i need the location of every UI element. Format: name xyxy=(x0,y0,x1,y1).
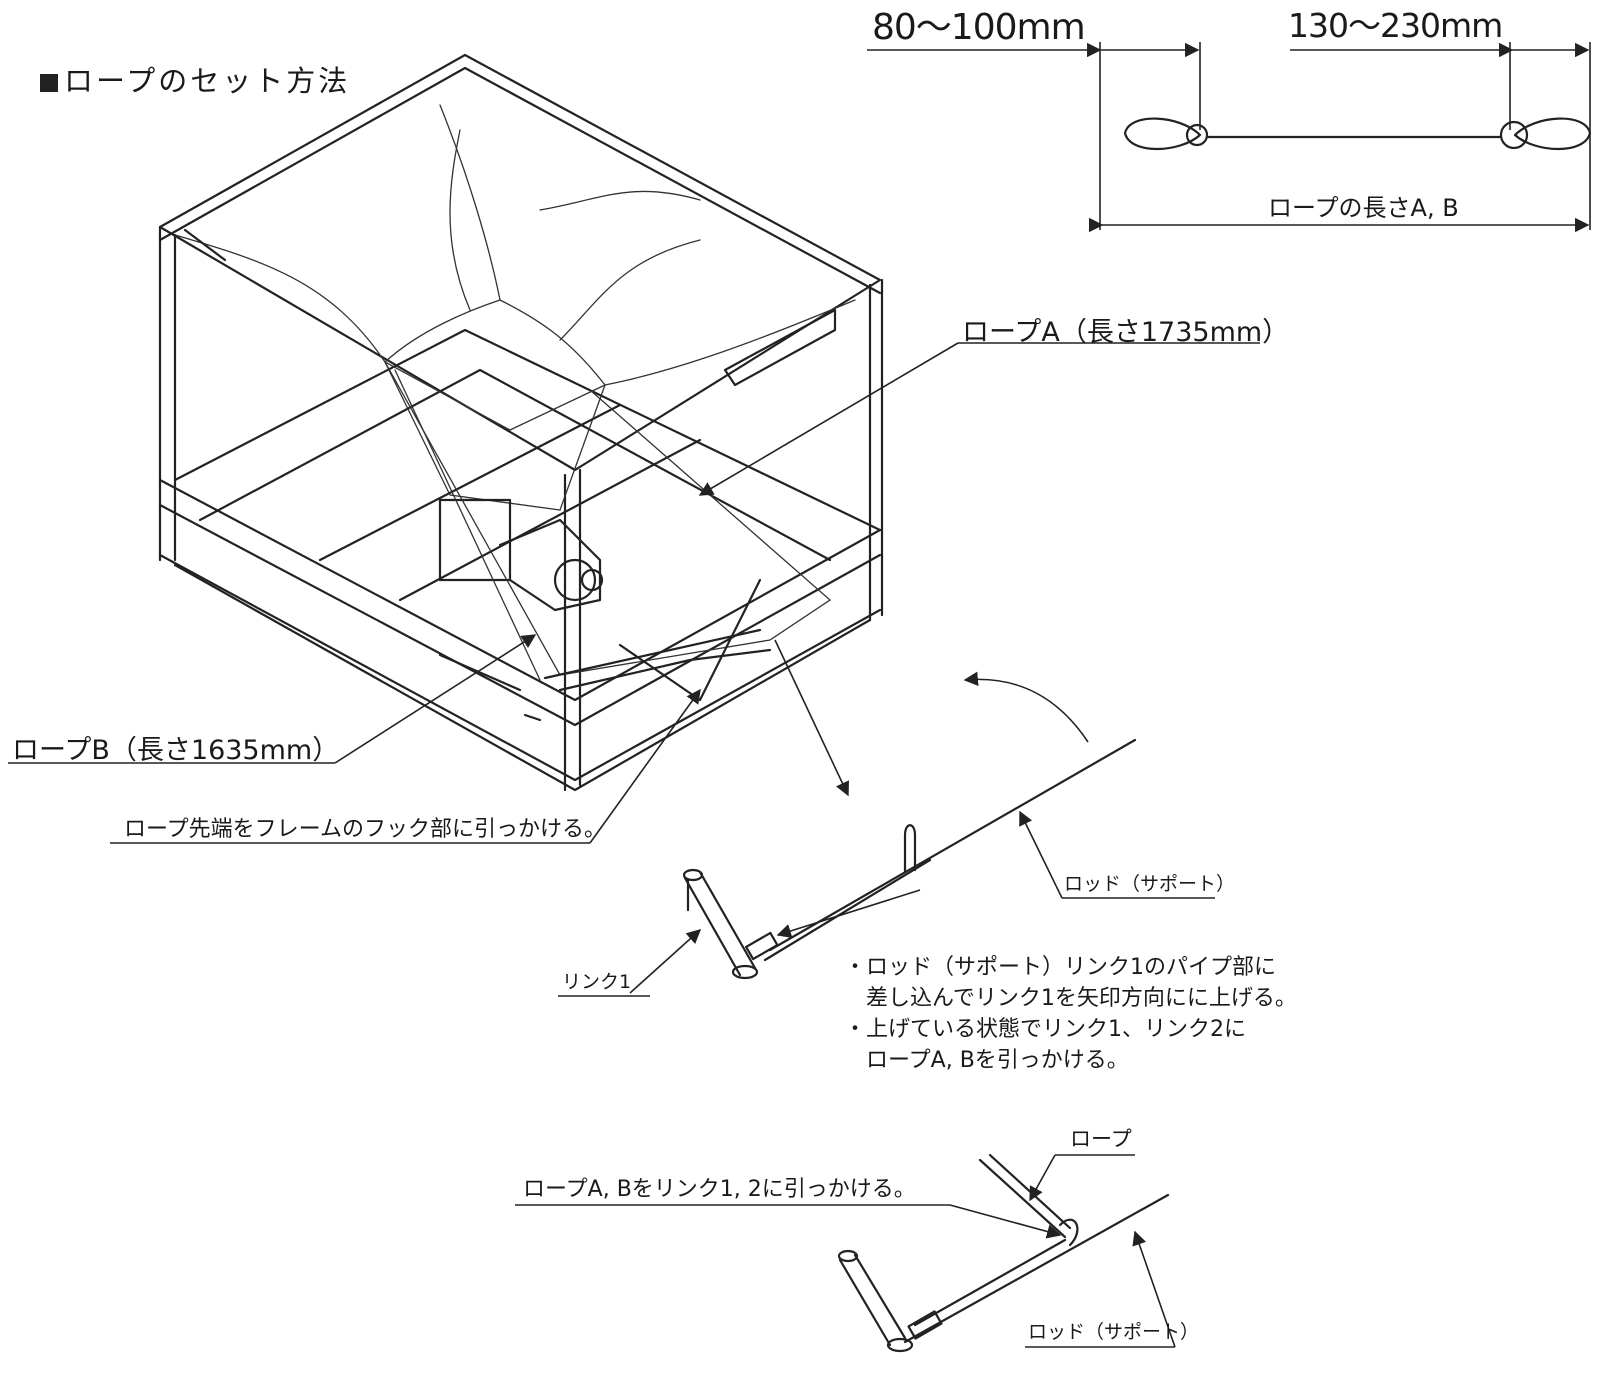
hook-links-label: ロープA, Bをリンク1, 2に引っかける。 xyxy=(523,1177,916,1202)
instruction-line: ・上げている状態でリンク1、リンク2に xyxy=(844,1017,1246,1042)
loop-length-dimension: 80〜100mm xyxy=(872,7,1086,48)
rope-a-label: ロープA（長さ1735mm） xyxy=(962,317,1290,348)
instruction-line: 差し込んでリンク1を矢印方向にに上げる。 xyxy=(844,986,1297,1011)
title-square-icon xyxy=(40,74,58,92)
rod-support-label-1: ロッド（サポート） xyxy=(1064,873,1236,895)
detail-rope-links xyxy=(515,1153,1176,1353)
lift-direction-arrow xyxy=(963,671,1089,743)
page-title-text: ロープのセット方法 xyxy=(64,64,351,98)
rope-length-label: ロープの長さA, B xyxy=(1268,194,1459,222)
frame-drawing xyxy=(158,53,884,792)
instruction-line: ロープA, Bを引っかける。 xyxy=(844,1048,1129,1073)
frame-leaders xyxy=(8,342,1260,844)
rod-support-label-2: ロッド（サポート） xyxy=(1028,1321,1200,1343)
instruction-line: ・ロッド（サポート）リンク1のパイプ部に xyxy=(844,955,1276,980)
rope-b-label: ロープB（長さ1635mm） xyxy=(12,735,340,766)
instruction-notes: ・ロッド（サポート）リンク1のパイプ部に 差し込んでリンク1を矢印方向にに上げる… xyxy=(844,952,1297,1076)
end-length-dimension: 130〜230mm xyxy=(1288,6,1503,45)
rope-label: ロープ xyxy=(1070,1127,1132,1151)
rope-dimension-sketch xyxy=(867,42,1592,233)
page-title: ロープのセット方法 xyxy=(40,64,351,98)
hook-instruction-label: ロープ先端をフレームのフック部に引っかける。 xyxy=(124,817,607,842)
link1-label: リンク1 xyxy=(562,971,632,993)
detail-rod-link1 xyxy=(558,738,1215,997)
